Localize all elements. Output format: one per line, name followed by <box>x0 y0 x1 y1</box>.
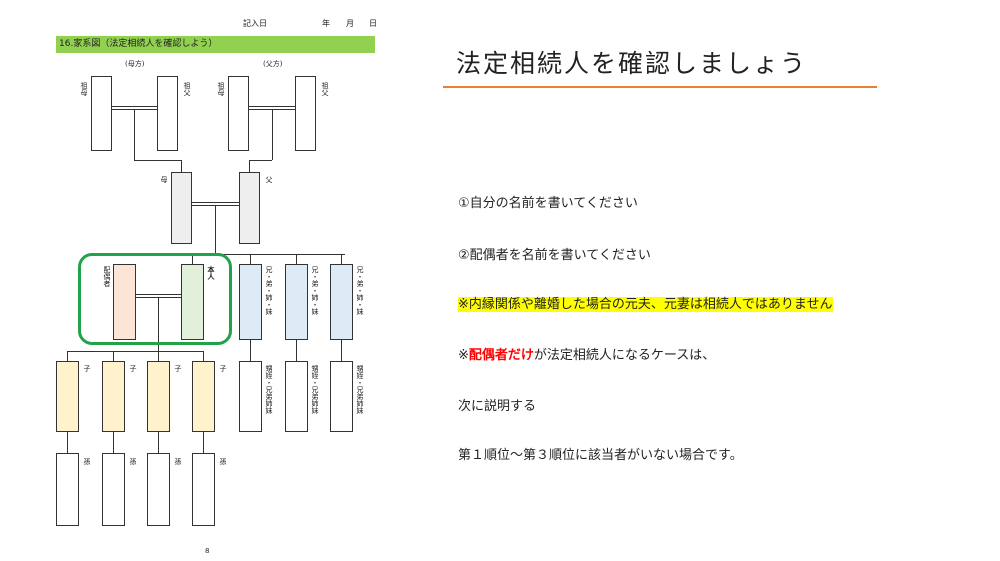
grandchild-label-2: 孫 <box>129 458 137 465</box>
note-suffix: が法定相続人になるケースは、 <box>533 348 716 363</box>
father-label: 父 <box>265 176 273 183</box>
sibling-label-3: 兄・弟・姉・妹 <box>356 266 364 315</box>
connector <box>113 351 114 361</box>
connector <box>203 351 204 361</box>
next-text: 次に説明する <box>458 399 537 414</box>
paternal-grandmother-box[interactable] <box>228 76 249 151</box>
connector <box>203 432 204 453</box>
grandchild-box-1[interactable] <box>56 453 79 526</box>
connector <box>181 160 182 172</box>
page-number: 8 <box>205 547 210 555</box>
connector <box>67 351 204 352</box>
spouse-self-highlight <box>78 253 232 345</box>
child-label-3: 子 <box>174 365 182 372</box>
child-box-2[interactable] <box>102 361 125 432</box>
paternal-grandfather-box[interactable] <box>295 76 316 151</box>
warning-text: ※内縁関係や離婚した場合の元夫、元妻は相続人ではありません <box>458 293 833 312</box>
grandchild-label-3: 孫 <box>174 458 182 465</box>
nephew-box-1[interactable] <box>239 361 262 432</box>
paternal-grandfather-label: 祖父 <box>321 82 329 96</box>
spouse-label: 配偶者 <box>103 266 111 287</box>
connector <box>67 432 68 453</box>
nephew-label-3: 甥姪・兄弟姉妹 <box>356 365 364 414</box>
connector <box>134 109 135 160</box>
note-emphasis: 配偶者だけ <box>468 348 534 363</box>
connector <box>250 254 251 264</box>
connector <box>158 432 159 453</box>
child-label-2: 子 <box>129 365 137 372</box>
sibling-box-3[interactable] <box>330 264 353 340</box>
connector <box>249 160 250 172</box>
connector <box>113 432 114 453</box>
child-box-4[interactable] <box>192 361 215 432</box>
maternal-marriage-line <box>112 106 157 107</box>
maternal-grandfather-box[interactable] <box>157 76 178 151</box>
child-box-3[interactable] <box>147 361 170 432</box>
grandchild-label-1: 孫 <box>83 458 91 465</box>
connector <box>158 297 159 351</box>
grandchild-box-2[interactable] <box>102 453 125 526</box>
grandchild-box-3[interactable] <box>147 453 170 526</box>
connector <box>296 254 297 264</box>
date-month: 月 <box>346 19 354 28</box>
maternal-grandmother-box[interactable] <box>91 76 112 151</box>
condition-text: 第１順位〜第３順位に該当者がいない場合です。 <box>458 448 743 463</box>
connector <box>272 109 273 160</box>
spouse-box[interactable] <box>113 264 136 340</box>
parents-marriage-line <box>192 202 239 203</box>
title-underline <box>443 86 877 88</box>
father-box[interactable] <box>239 172 260 244</box>
sibling-label-1: 兄・弟・姉・妹 <box>265 266 273 315</box>
section-title: 16.家系図（法定相続人を確認しよう） <box>56 36 375 53</box>
self-box[interactable] <box>181 264 204 340</box>
maternal-grandmother-label: 祖母 <box>80 82 88 96</box>
grandchild-box-4[interactable] <box>192 453 215 526</box>
connector <box>192 254 345 255</box>
date-year: 年 <box>322 19 330 28</box>
date-day: 日 <box>369 19 377 28</box>
sibling-box-2[interactable] <box>285 264 308 340</box>
connector <box>134 160 181 161</box>
sibling-box-1[interactable] <box>239 264 262 340</box>
paternal-grandmother-label: 祖母 <box>217 82 225 96</box>
connector <box>67 351 68 361</box>
connector <box>250 340 251 361</box>
warning-highlight: ※内縁関係や離婚した場合の元夫、元妻は相続人ではありません <box>458 297 833 312</box>
date-label: 記入日 <box>243 19 267 28</box>
connector <box>341 254 342 264</box>
nephew-box-2[interactable] <box>285 361 308 432</box>
child-label-1: 子 <box>83 365 91 372</box>
connector <box>249 160 272 161</box>
father-side-label: (父方) <box>263 60 283 68</box>
self-label: 本人 <box>207 266 215 280</box>
connector <box>341 340 342 361</box>
connector <box>192 254 193 264</box>
grandchild-label-4: 孫 <box>219 458 227 465</box>
step-2-text: ②配偶者を名前を書いてください <box>458 248 651 263</box>
child-box-1[interactable] <box>56 361 79 432</box>
nephew-label-2: 甥姪・兄弟姉妹 <box>311 365 319 414</box>
child-label-4: 子 <box>219 365 227 372</box>
connector <box>296 340 297 361</box>
slide-title: 法定相続人を確認しましょう <box>456 49 808 78</box>
nephew-label-1: 甥姪・兄弟姉妹 <box>265 365 273 414</box>
note-prefix: ※ <box>458 348 469 363</box>
step-1-text: ①自分の名前を書いてください <box>458 196 638 211</box>
self-marriage-line <box>136 294 181 295</box>
mother-box[interactable] <box>171 172 192 244</box>
paternal-marriage-line <box>249 106 295 107</box>
mother-label: 母 <box>160 176 168 183</box>
sibling-label-2: 兄・弟・姉・妹 <box>311 266 319 315</box>
mother-side-label: (母方) <box>125 60 145 68</box>
note-text: ※配偶者だけが法定相続人になるケースは、 <box>458 344 715 363</box>
connector <box>158 351 159 361</box>
maternal-grandfather-label: 祖父 <box>183 82 191 96</box>
nephew-box-3[interactable] <box>330 361 353 432</box>
connector <box>215 205 216 254</box>
